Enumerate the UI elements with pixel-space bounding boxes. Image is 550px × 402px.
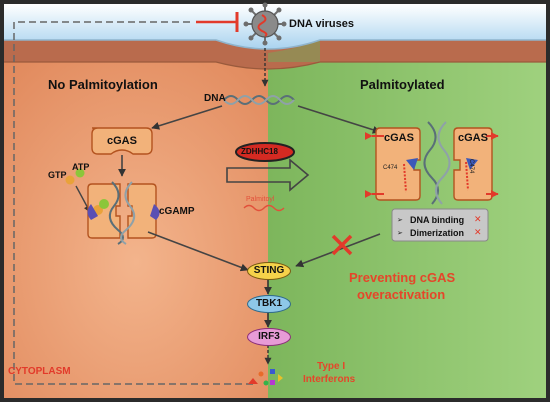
arrow-dna-to-palmitoylated-cgas — [297, 105, 381, 134]
palmitoylated-cgas-pair — [364, 121, 499, 205]
interferon-molecules-icon — [248, 369, 283, 386]
inhibition-box — [391, 208, 489, 242]
cgas-left-label: cGAS — [384, 132, 414, 144]
dna-helix-center — [223, 95, 295, 105]
cgas-label: cGAS — [107, 135, 137, 147]
right-panel-title: Palmitoylated — [360, 77, 445, 92]
cgas-dimer-with-dna — [87, 181, 160, 245]
c474-right-label: C474 — [468, 159, 474, 174]
inhibition-item-dimerization: Dimerization — [410, 228, 465, 238]
ifn-label-line-2: Interferons — [303, 374, 356, 385]
bullet-arrow-icon: ➢ — [397, 216, 403, 224]
ifn-label-line-1: Type I — [317, 361, 346, 372]
tbk1-node: TBK1 — [247, 295, 291, 313]
atp-label: ATP — [72, 162, 90, 172]
cytoplasm-label: CYTOPLASM — [8, 366, 71, 377]
block-x-icon — [331, 234, 353, 256]
bullet-arrow-icon: ➢ — [397, 229, 403, 237]
feedback-loop-line — [13, 21, 255, 385]
zdhhc18-label: ZDHHC18 — [241, 147, 278, 156]
virus-label: DNA viruses — [289, 18, 355, 30]
arrow-cgamp-to-sting — [147, 231, 249, 272]
irf3-node: IRF3 — [247, 328, 291, 346]
blocked-x-icon: ✕ — [474, 215, 482, 225]
gtp-label: GTP — [48, 170, 67, 180]
palmitoyl-chain-icon — [243, 204, 285, 212]
cgas-right-label: cGAS — [458, 132, 488, 144]
outcome-line-1: Preventing cGAS — [349, 270, 456, 285]
zdhhc18-enzyme — [235, 142, 295, 162]
left-panel-title: No Palmitoylation — [48, 77, 158, 92]
dna-label: DNA — [204, 93, 226, 104]
palmitoylation-arrow — [226, 158, 310, 192]
c474-left-label: C474 — [383, 165, 398, 171]
sting-node: STING — [247, 262, 291, 280]
cgamp-label: cGAMP — [159, 206, 195, 217]
arrow-dna-to-cgas — [151, 105, 223, 130]
inhibition-item-dna-binding: DNA binding — [410, 215, 465, 225]
palmitoyl-label: Palmitoyl — [246, 196, 275, 203]
virus-inhibition-arrow — [196, 12, 239, 32]
dna-virus-icon — [243, 2, 287, 46]
outcome-line-2: overactivation — [357, 287, 446, 302]
cgas-monomer-left — [91, 127, 153, 155]
blocked-x-icon: ✕ — [474, 228, 482, 238]
gtp-molecule — [65, 175, 75, 185]
atp-molecule — [75, 168, 85, 178]
